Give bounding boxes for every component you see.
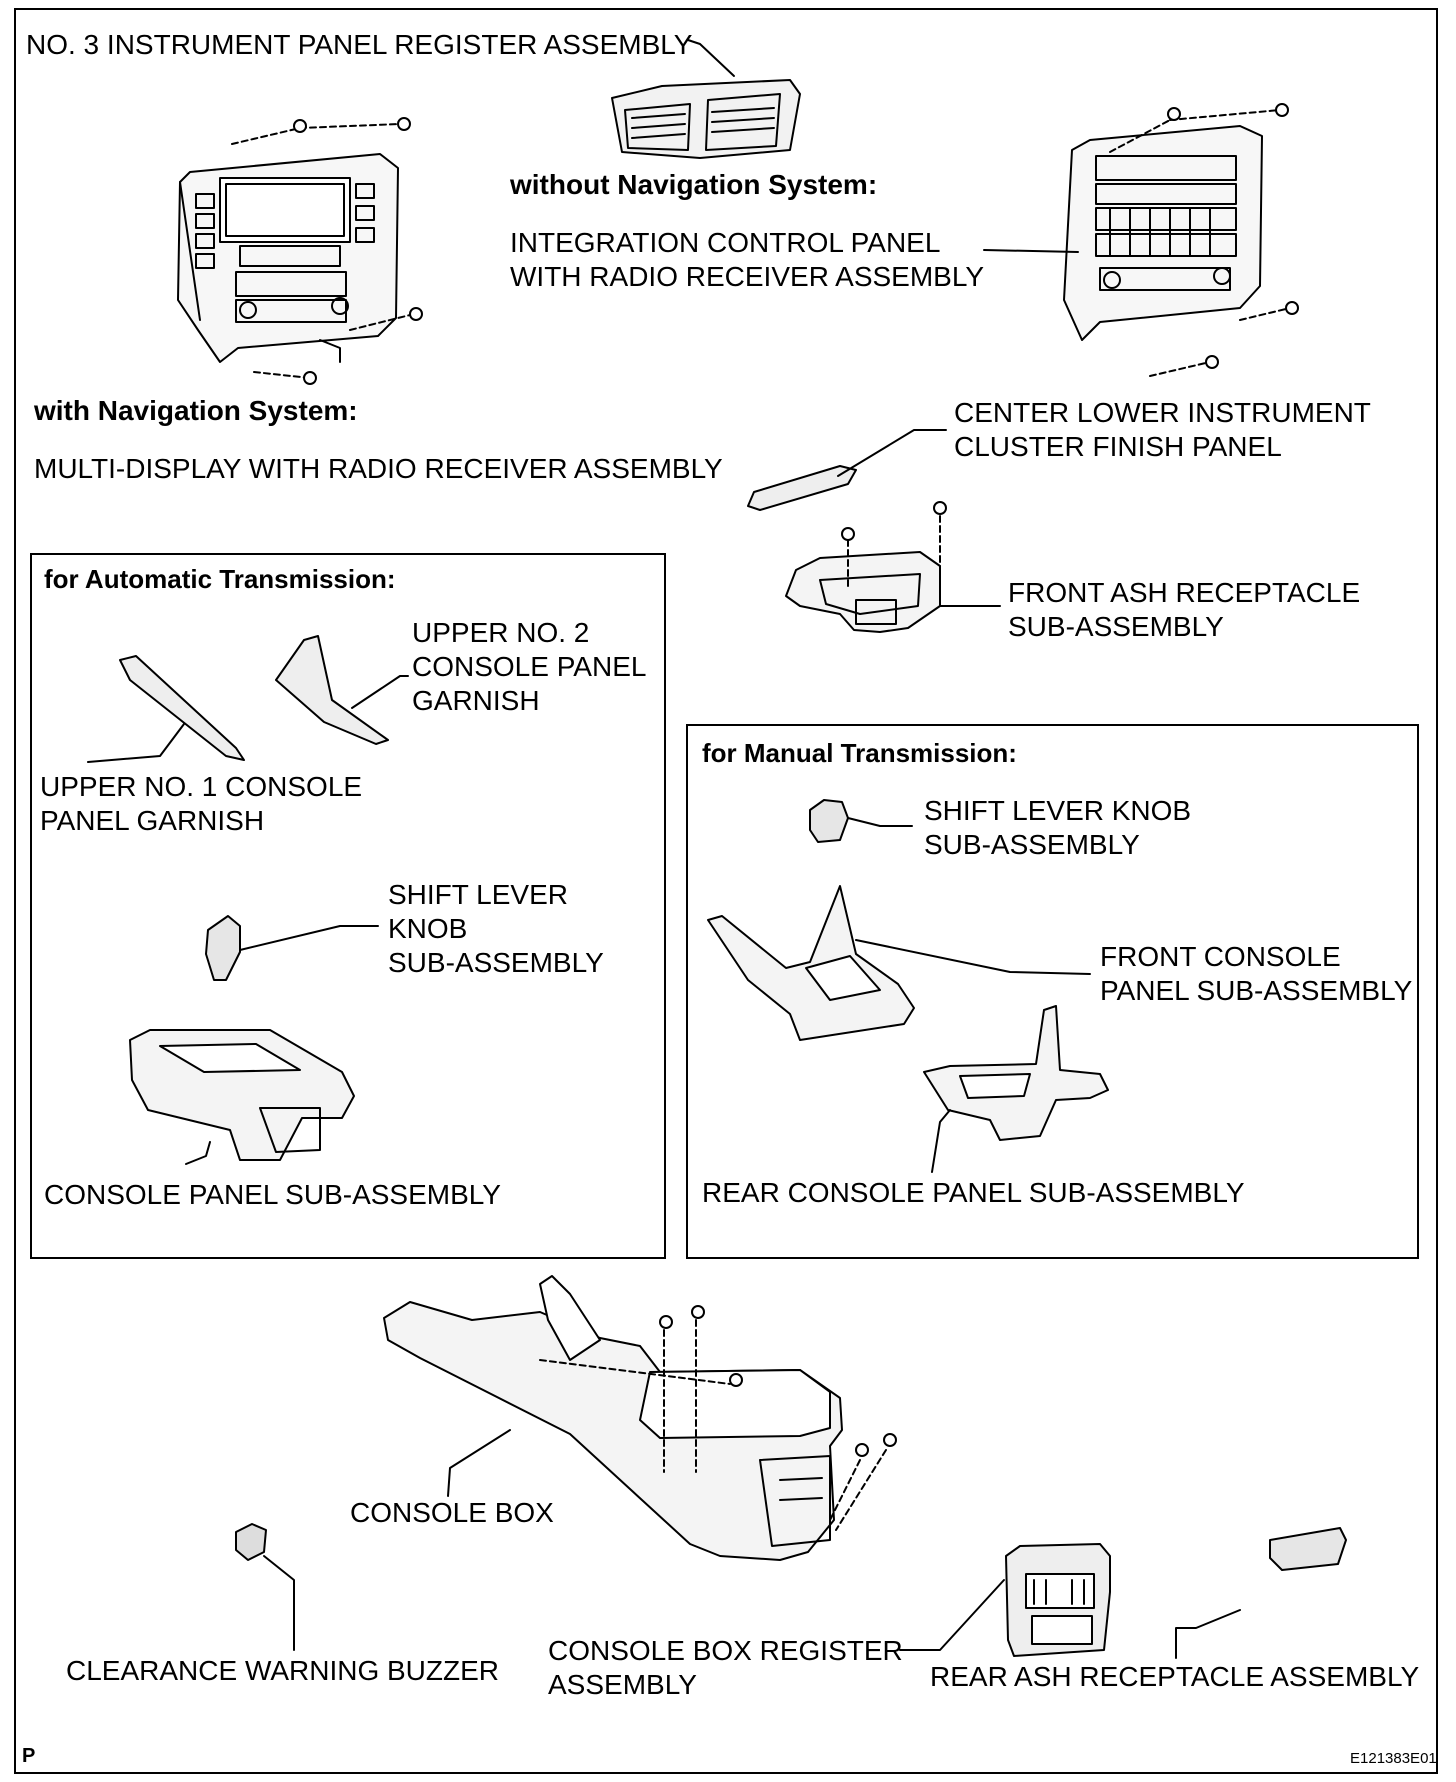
label-with-nav: with Navigation System: xyxy=(34,395,358,426)
label-multi-display: MULTI-DISPLAY WITH RADIO RECEIVER ASSEMB… xyxy=(34,453,723,484)
label-upper-no2: UPPER NO. 2 CONSOLE PANEL GARNISH xyxy=(412,616,646,718)
upper-no2-line-1: UPPER NO. 2 xyxy=(412,617,590,648)
upper-no1-line-1: UPPER NO. 1 CONSOLE xyxy=(40,771,363,802)
upper-no1-line-2: PANEL GARNISH xyxy=(40,805,265,836)
label-console-panel: CONSOLE PANEL SUB-ASSEMBLY xyxy=(44,1179,501,1210)
clearance-buzzer-part xyxy=(235,1523,267,1561)
leader-center-lower xyxy=(837,429,947,477)
front-ash-line-2: SUB-ASSEMBLY xyxy=(1008,611,1224,642)
upper-no2-line-3: GARNISH xyxy=(412,685,540,716)
integration-panel-screws xyxy=(1109,109,1291,377)
page-letter: P xyxy=(22,1745,36,1767)
leader-multi-display xyxy=(319,339,341,363)
console-box-part xyxy=(383,1275,843,1561)
front-ash-line-1: FRONT ASH RECEPTACLE xyxy=(1008,577,1361,608)
rear-console-panel-part xyxy=(923,1005,1109,1141)
automatic-shift-knob-part xyxy=(205,915,241,981)
label-console-box-register: CONSOLE BOX REGISTER ASSEMBLY xyxy=(548,1634,903,1702)
label-front-ash: FRONT ASH RECEPTACLE SUB-ASSEMBLY xyxy=(1008,576,1360,644)
console-box-screws xyxy=(539,1319,887,1531)
console-panel-part xyxy=(129,1029,355,1161)
leader-rear-ash xyxy=(1175,1609,1241,1659)
integration-line-2: WITH RADIO RECEIVER ASSEMBLY xyxy=(510,261,985,292)
front-console-line-2: PANEL SUB-ASSEMBLY xyxy=(1100,975,1413,1006)
no3-register-part xyxy=(611,79,801,159)
manual-transmission-box xyxy=(686,724,1419,1259)
leader-auto-shift-knob xyxy=(239,925,379,951)
upper-no1-garnish-part xyxy=(119,655,245,761)
leader-no3-register xyxy=(687,39,735,77)
console-box-register-part xyxy=(1005,1543,1111,1657)
leader-console-panel xyxy=(185,1141,211,1165)
manual-shift-knob-line-2: SUB-ASSEMBLY xyxy=(924,829,1140,860)
front-ash-receptacle-part xyxy=(785,551,941,633)
auto-shift-knob-line-2: KNOB xyxy=(388,913,468,944)
front-console-line-1: FRONT CONSOLE xyxy=(1100,941,1341,972)
auto-shift-knob-line-3: SUB-ASSEMBLY xyxy=(388,947,604,978)
manual-shift-knob-part xyxy=(809,799,849,843)
label-integration-panel: INTEGRATION CONTROL PANEL WITH RADIO REC… xyxy=(510,226,984,294)
upper-no2-line-2: CONSOLE PANEL xyxy=(412,651,647,682)
label-auto-shift-knob: SHIFT LEVER KNOB SUB-ASSEMBLY xyxy=(388,878,604,980)
leader-console-box xyxy=(447,1429,511,1497)
manual-box-title: for Manual Transmission: xyxy=(702,738,1017,768)
multi-display-screws xyxy=(231,123,415,379)
label-no3-register: NO. 3 INSTRUMENT PANEL REGISTER ASSEMBLY xyxy=(26,29,693,60)
leader-console-box-register xyxy=(899,1579,1005,1651)
automatic-transmission-box xyxy=(30,553,666,1259)
label-rear-console: REAR CONSOLE PANEL SUB-ASSEMBLY xyxy=(702,1177,1245,1208)
console-box-register-line-2: ASSEMBLY xyxy=(548,1669,697,1700)
center-lower-line-2: CLUSTER FINISH PANEL xyxy=(954,431,1282,462)
diagram-frame xyxy=(14,8,1438,1774)
auto-shift-knob-line-1: SHIFT LEVER xyxy=(388,879,568,910)
screw-icons xyxy=(293,117,423,385)
multi-display-part xyxy=(177,153,399,363)
label-clearance-buzzer: CLEARANCE WARNING BUZZER xyxy=(66,1655,500,1686)
integration-line-1: INTEGRATION CONTROL PANEL xyxy=(510,227,941,258)
leader-front-console xyxy=(855,939,1091,975)
automatic-box-title: for Automatic Transmission: xyxy=(44,564,396,594)
front-ash-screws xyxy=(847,515,941,601)
leader-upper-no1 xyxy=(87,723,185,763)
label-console-box: CONSOLE BOX xyxy=(350,1497,554,1528)
manual-shift-knob-line-1: SHIFT LEVER KNOB xyxy=(924,795,1192,826)
integration-panel-part xyxy=(1063,125,1263,341)
front-console-panel-part xyxy=(707,885,915,1041)
leader-rear-console xyxy=(931,1109,951,1173)
leader-integration-panel xyxy=(983,249,1079,253)
console-box-register-line-1: CONSOLE BOX REGISTER xyxy=(548,1635,903,1666)
leader-clearance-buzzer xyxy=(263,1555,295,1651)
label-upper-no1: UPPER NO. 1 CONSOLE PANEL GARNISH xyxy=(40,770,362,838)
leader-manual-shift-knob xyxy=(847,817,913,827)
label-front-console: FRONT CONSOLE PANEL SUB-ASSEMBLY xyxy=(1100,940,1412,1008)
figure-id: E121383E01 xyxy=(1350,1750,1437,1767)
label-without-nav: without Navigation System: xyxy=(510,169,878,200)
label-rear-ash: REAR ASH RECEPTACLE ASSEMBLY xyxy=(930,1661,1420,1692)
leader-upper-no2 xyxy=(351,675,409,709)
rear-ash-receptacle-part xyxy=(1269,1527,1347,1571)
center-lower-finish-part xyxy=(747,465,857,511)
label-manual-shift-knob: SHIFT LEVER KNOB SUB-ASSEMBLY xyxy=(924,794,1191,862)
center-lower-line-1: CENTER LOWER INSTRUMENT xyxy=(954,397,1371,428)
label-center-lower: CENTER LOWER INSTRUMENT CLUSTER FINISH P… xyxy=(954,396,1371,464)
upper-no2-garnish-part xyxy=(275,635,389,745)
